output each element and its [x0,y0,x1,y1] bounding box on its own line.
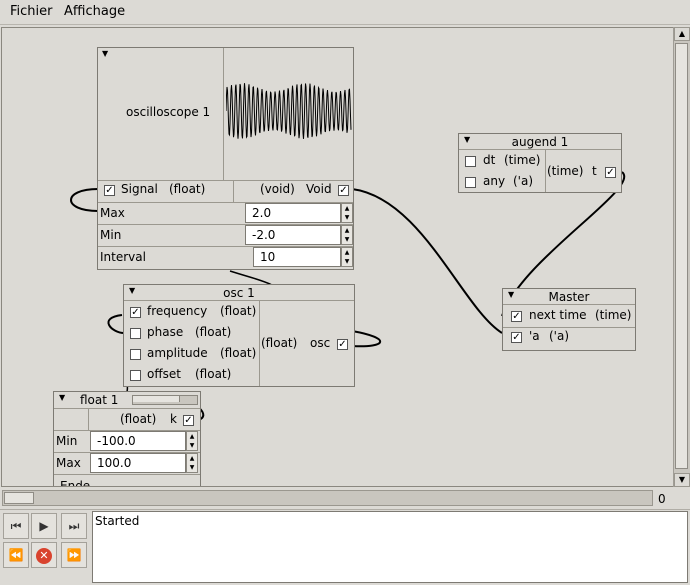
phase-label: phase [147,325,184,339]
osc-out-type: (float) [261,336,298,350]
augend-title: augend 1 [511,135,569,149]
amplitude-type: (float) [220,346,257,360]
osc-out-label: osc [310,336,331,350]
any-checkbox[interactable] [465,177,476,188]
float-out-checkbox[interactable]: ✓ [183,415,194,426]
master-node[interactable]: ▼ Master ✓ next time (time) ✓ 'a ('a) [502,288,636,351]
t-type: (time) [547,164,584,178]
forward-icon[interactable]: ⏩ [61,542,87,568]
dropdown-icon[interactable]: ▼ [464,135,471,144]
t-checkbox[interactable]: ✓ [605,167,616,178]
augend-node[interactable]: ▼ augend 1 dt (time) any ('a) (time) t ✓ [458,133,622,193]
interval-input[interactable]: 10 [253,247,341,267]
signal-label: Signal [121,182,158,196]
signal-type: (float) [169,182,206,196]
scroll-up-icon[interactable]: ▲ [674,27,690,41]
frequency-label: frequency [147,304,208,318]
signal-checkbox[interactable]: ✓ [104,185,115,196]
a-label: 'a [529,329,540,343]
param-label-min: Min [100,228,122,242]
log-output[interactable]: Started [92,511,688,583]
max-input[interactable]: 2.0 [245,203,341,223]
osc-out-checkbox[interactable]: ✓ [337,339,348,350]
float-max-label: Max [56,456,81,470]
max-spinner[interactable]: ▲▼ [341,203,353,223]
frequency-checkbox[interactable]: ✓ [130,307,141,318]
min-input[interactable]: -2.0 [245,225,341,245]
any-label: any [483,174,506,188]
float-partial-label: Ende [60,479,91,487]
float-out-type: (float) [120,412,157,426]
scroll-down-icon[interactable]: ▼ [674,473,690,487]
dropdown-icon[interactable]: ▼ [59,393,66,402]
t-label: t [592,164,597,178]
dt-label: dt [483,153,496,167]
offset-checkbox[interactable] [130,370,141,381]
a-type: ('a) [549,329,570,343]
dt-type: (time) [504,153,541,167]
osc-title: osc 1 [223,286,255,300]
patch-canvas[interactable]: ▼ oscilloscope 1 ✓ Signal (float) (void)… [1,27,675,487]
dropdown-icon[interactable]: ▼ [102,49,109,58]
void-type: (void) [260,182,295,196]
wire-partial [229,270,273,286]
float-out-label: k [170,412,177,426]
play-icon[interactable]: ▶ [31,513,57,539]
offset-label: offset [147,367,181,381]
last-icon[interactable]: ⏭ [61,513,87,539]
menu-affichage[interactable]: Affichage [64,4,126,19]
wire-float-to-frequency [107,314,125,334]
dropdown-icon[interactable]: ▼ [508,290,515,299]
void-checkbox[interactable]: ✓ [338,185,349,196]
menu-bar: Fichier Affichage [0,0,690,25]
rewind-icon[interactable]: ⏪ [3,542,29,568]
stop-icon[interactable]: ✕ [31,542,57,568]
dt-checkbox[interactable] [465,156,476,167]
osc-node[interactable]: ▼ osc 1 ✓ frequency (float) phase (float)… [123,284,355,387]
min-spinner[interactable]: ▲▼ [341,225,353,245]
float-min-input[interactable]: -100.0 [90,431,186,451]
wire-osc-to-signal [70,188,99,212]
param-label-interval: Interval [100,250,146,264]
first-icon[interactable]: ⏮ [3,513,29,539]
next-time-checkbox[interactable]: ✓ [511,311,522,322]
vertical-scrollbar[interactable]: ▲ ▼ [673,27,690,487]
float-max-spinner[interactable]: ▲▼ [186,453,198,473]
oscilloscope-node[interactable]: ▼ oscilloscope 1 ✓ Signal (float) (void)… [97,47,354,270]
float-max-input[interactable]: 100.0 [90,453,186,473]
timeline-value: 0 [658,492,666,506]
menu-fichier[interactable]: Fichier [10,4,53,19]
wire-void-to-a [351,188,503,334]
amplitude-label: amplitude [147,346,208,360]
timeline-slider[interactable] [2,490,653,506]
waveform-display [226,83,352,139]
phase-type: (float) [195,325,232,339]
param-label-max: Max [100,206,125,220]
float-title: float 1 [80,393,119,407]
oscilloscope-title: oscilloscope 1 [126,105,211,119]
interval-spinner[interactable]: ▲▼ [341,247,353,267]
dropdown-icon[interactable]: ▼ [129,286,136,295]
wire-osc-out [351,330,382,348]
float-min-spinner[interactable]: ▲▼ [186,431,198,451]
float-min-label: Min [56,434,78,448]
master-title: Master [548,290,590,304]
next-time-type: (time) [595,308,632,322]
phase-checkbox[interactable] [130,328,141,339]
frequency-type: (float) [220,304,257,318]
any-type: ('a) [513,174,534,188]
next-time-label: next time [529,308,587,322]
amplitude-checkbox[interactable] [130,349,141,360]
timeline-thumb[interactable] [4,492,34,504]
a-checkbox[interactable]: ✓ [511,332,522,343]
void-label: Void [306,182,332,196]
offset-type: (float) [195,367,232,381]
vertical-scroll-thumb[interactable] [675,43,688,469]
float-node[interactable]: ▼ float 1 (float) k ✓ Min -100.0 ▲▼ Max … [53,391,201,486]
float-slider[interactable] [132,395,198,405]
